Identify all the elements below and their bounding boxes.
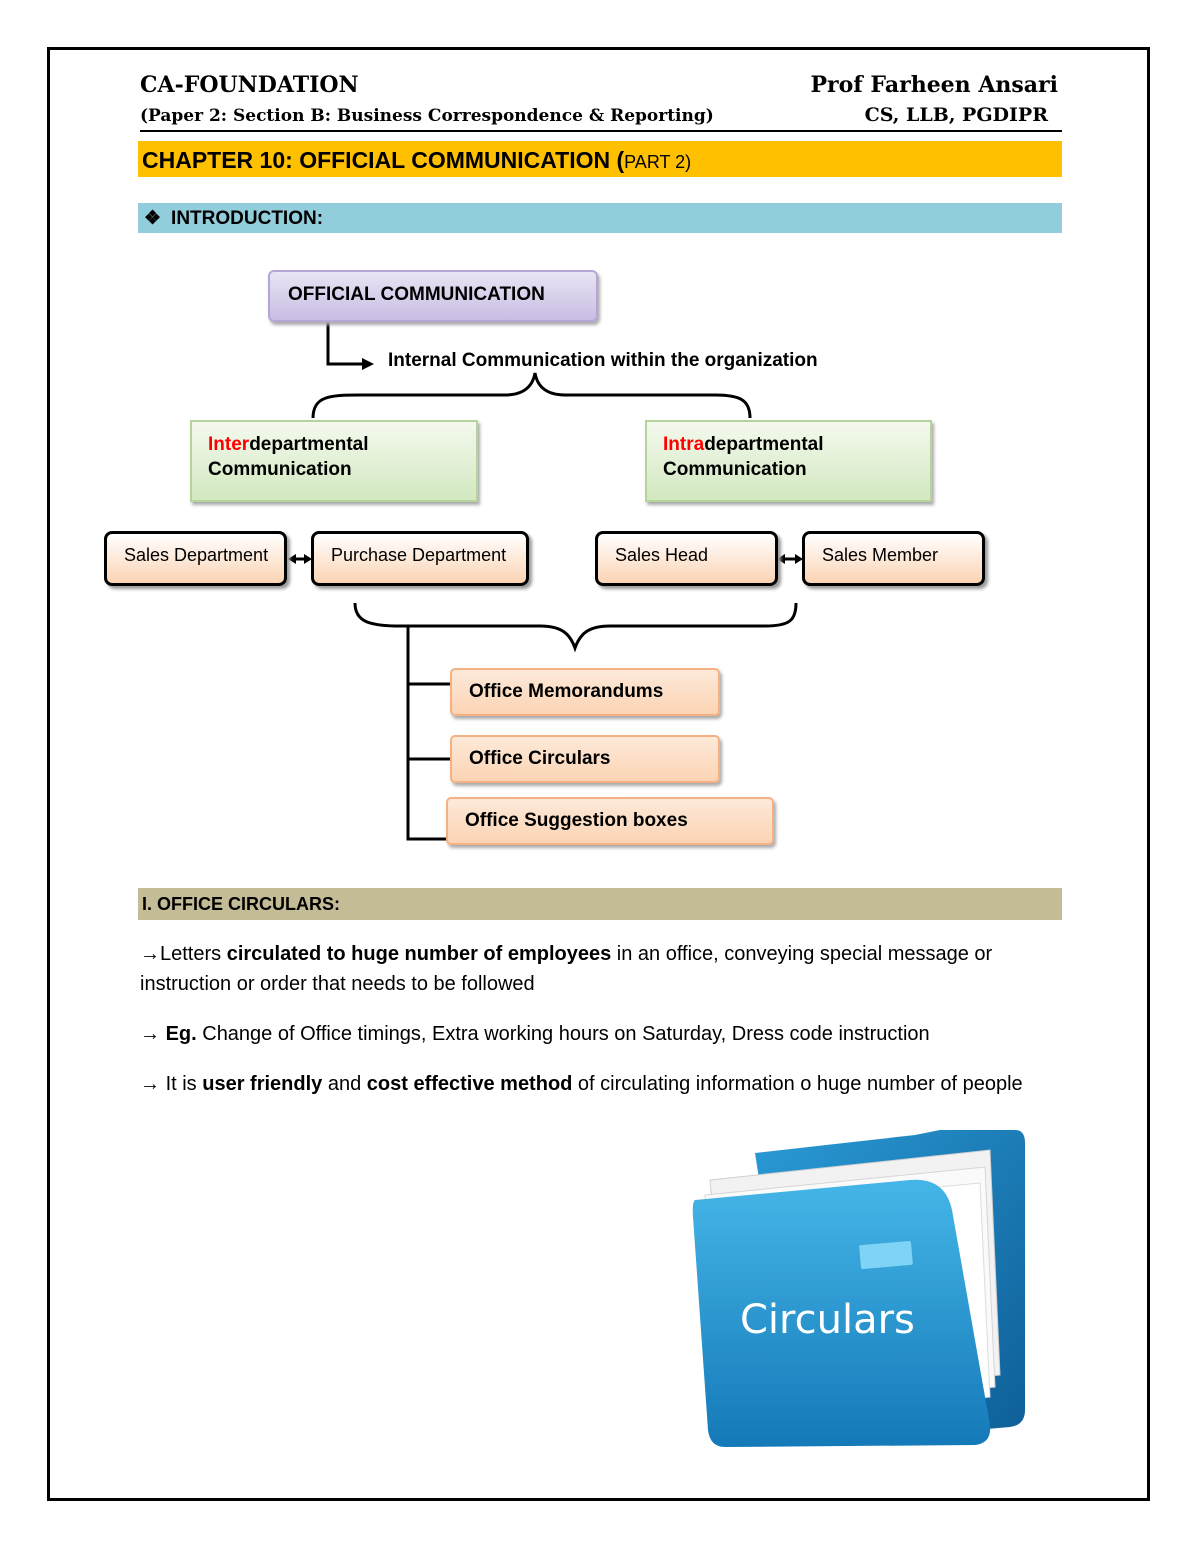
inter-line2: Communication: [208, 459, 352, 480]
diagram-connectors: [288, 322, 803, 841]
paragraph-benefit: → It is user friendly and cost effective…: [140, 1069, 1065, 1099]
page-border: [47, 47, 1150, 1501]
sales-department-box: Sales Department: [104, 531, 287, 586]
interdepartmental-box: Interdepartmental Communication: [190, 420, 478, 502]
arrow-icon: →: [140, 1023, 166, 1045]
arrow-icon: →: [140, 1073, 166, 1095]
inter-rest: departmental: [249, 434, 369, 455]
text-run: of circulating information o huge number…: [572, 1073, 1023, 1095]
introduction-title: INTRODUCTION:: [171, 208, 324, 229]
text-run: It is: [165, 1073, 203, 1095]
author-credentials: CS, LLB, PGDIPR: [864, 104, 1048, 126]
inter-prefix: Inter: [208, 434, 250, 455]
header-rule: [140, 130, 1062, 132]
sales-head-box: Sales Head: [595, 531, 778, 586]
chapter-title: CHAPTER 10: OFFICIAL COMMUNICATION (: [142, 147, 625, 173]
lower-brace: [353, 602, 798, 653]
paper-subtitle: (Paper 2: Section B: Business Correspond…: [140, 106, 714, 126]
text-run: in an office, conveying special message …: [140, 943, 993, 995]
arrow-icon: →: [140, 943, 160, 965]
bold-text: cost effective method: [366, 1073, 573, 1095]
folder-icon: Circulars: [692, 1130, 1025, 1447]
office-suggestion-boxes-box: Office Suggestion boxes: [446, 797, 774, 845]
bold-text: user friendly: [202, 1073, 323, 1095]
tree-trunk: [406, 626, 450, 841]
paragraph-definition: →Letters circulated to huge number of em…: [140, 939, 1065, 999]
intra-prefix: Intra: [663, 434, 705, 455]
intradepartmental-box: Intradepartmental Communication: [645, 420, 932, 502]
course-title: CA-FOUNDATION: [140, 72, 359, 98]
sales-member-box: Sales Member: [802, 531, 985, 586]
elbow-connector: [326, 322, 364, 366]
bold-text: Eg.: [165, 1023, 197, 1045]
paragraph-example: → Eg. Change of Office timings, Extra wo…: [140, 1019, 1065, 1049]
text-run: Change of Office timings, Extra working …: [196, 1023, 930, 1045]
upper-brace: [311, 372, 752, 419]
chapter-heading: CHAPTER 10: OFFICIAL COMMUNICATION (PART…: [138, 141, 1062, 177]
double-arrow-icon: [288, 554, 312, 564]
official-communication-box: OFFICIAL COMMUNICATION: [268, 270, 598, 322]
arrow-head-icon: [362, 358, 374, 370]
introduction-heading: ❖ INTRODUCTION:: [138, 203, 1062, 233]
office-memorandums-box: Office Memorandums: [450, 668, 720, 716]
bold-text: circulated to huge number of employees: [226, 943, 612, 965]
internal-communication-label: Internal Communication within the organi…: [388, 350, 818, 371]
intra-line2: Communication: [663, 459, 807, 480]
office-circulars-box: Office Circulars: [450, 735, 720, 783]
diamond-bullet-icon: ❖: [144, 208, 162, 229]
text-run: Letters: [160, 943, 227, 965]
intra-rest: departmental: [704, 434, 824, 455]
author-name: Prof Farheen Ansari: [810, 72, 1059, 98]
double-arrow-icon: [777, 554, 803, 564]
folder-label: Circulars: [740, 1297, 915, 1343]
chapter-part: PART 2): [624, 152, 692, 172]
office-circulars-heading: I. OFFICE CIRCULARS:: [138, 888, 1062, 920]
purchase-department-box: Purchase Department: [311, 531, 529, 586]
text-run: and: [322, 1073, 367, 1095]
